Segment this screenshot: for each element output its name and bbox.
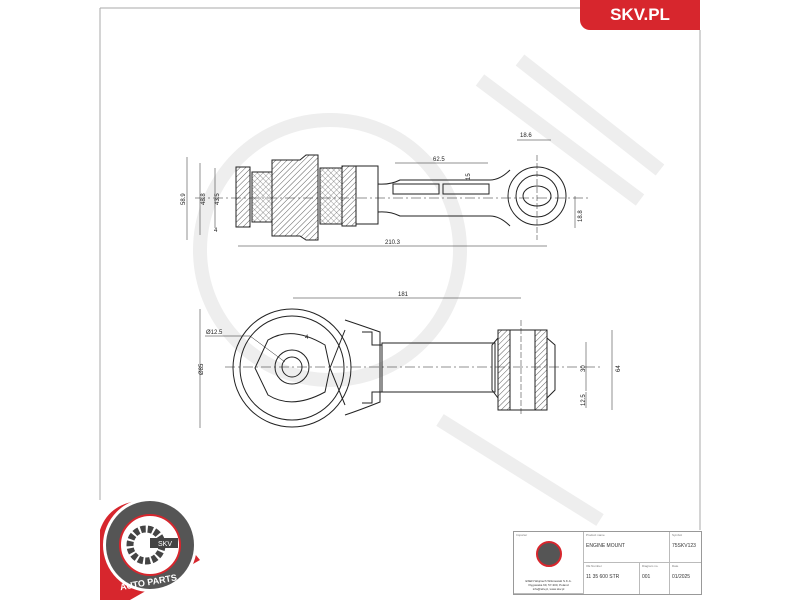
date-cell: Date 01/2025 xyxy=(670,563,701,594)
dim-bushing-width: 30 xyxy=(581,365,587,372)
oe-number-label: OE Number xyxy=(586,564,602,568)
oe-number: 11 35 600 STR xyxy=(586,574,620,580)
importer-address: ESEN Wojciech Wiśniewski S.K.A. Pęgowska… xyxy=(516,579,581,591)
dim-rod-length: 62.5 xyxy=(433,157,445,163)
svg-text:SKV: SKV xyxy=(158,541,172,548)
watermark xyxy=(193,54,665,526)
top-view-dimensions: 181 Ø12.5 4 Ø85 30 12.5 64 xyxy=(199,292,622,406)
date: 01/2025 xyxy=(672,574,691,580)
diagram-no-cell: Diagram no. 001 xyxy=(640,563,670,594)
dim-height-2: 48.8 xyxy=(201,193,207,205)
dim-bushing-length: 64 xyxy=(616,365,622,372)
product-name-label: Product name xyxy=(586,533,605,537)
dim-eye-offset: 18.8 xyxy=(578,210,584,222)
importer-line: ESEN Wojciech Wiśniewski S.K.A. xyxy=(525,579,572,583)
product-name-cell: Product name ENGINE MOUNT xyxy=(584,532,670,563)
symbol-cell: Symbol 75SKV123 xyxy=(670,532,701,563)
importer-line: info@skv.pl, www.skv.pl xyxy=(532,587,565,591)
brand-badge[interactable]: SKV.PL xyxy=(580,0,700,30)
date-label: Date xyxy=(672,564,679,568)
dim-bushing-offset: 12.5 xyxy=(581,394,587,406)
side-view-dimensions: 58.9 48.8 43.5 4 62.5 15 18.6 18.8 210.3 xyxy=(181,133,584,246)
dim-height-3: 43.5 xyxy=(215,193,221,205)
dim-eye-width: 18.6 xyxy=(520,133,532,139)
dim-center-distance: 181 xyxy=(398,292,409,298)
top-view xyxy=(199,297,613,428)
importer-cell: Importer ESEN Wojciech Wiśniewski S.K.A.… xyxy=(514,532,584,594)
dim-mount-diameter: Ø85 xyxy=(199,363,205,375)
oe-number-cell: OE Number 11 35 600 STR xyxy=(584,563,640,594)
title-block: Importer ESEN Wojciech Wiśniewski S.K.A.… xyxy=(513,531,702,595)
diagram-no: 001 xyxy=(642,574,651,580)
symbol: 75SKV123 xyxy=(672,543,696,549)
symbol-label: Symbol xyxy=(672,533,683,537)
dim-hole-diameter: Ø12.5 xyxy=(206,330,223,336)
importer-logo xyxy=(535,541,562,567)
dim-rod-width: 15 xyxy=(466,173,472,180)
importer-line: Pęgowska 69, 57-300, Poland xyxy=(528,583,569,587)
importer-label: Importer xyxy=(516,533,528,537)
dim-overall-height: 58.9 xyxy=(181,193,187,205)
skv-auto-parts-logo: SKV AUTO PARTS xyxy=(100,498,200,600)
drawing-frame xyxy=(99,7,701,530)
dim-overall-length: 210.3 xyxy=(385,240,401,246)
side-view xyxy=(186,139,590,247)
diagram-no-label: Diagram no. xyxy=(642,564,659,568)
dim-offset-top: 4 xyxy=(305,335,309,341)
product-name: ENGINE MOUNT xyxy=(586,543,625,549)
dim-offset: 4 xyxy=(214,228,218,234)
